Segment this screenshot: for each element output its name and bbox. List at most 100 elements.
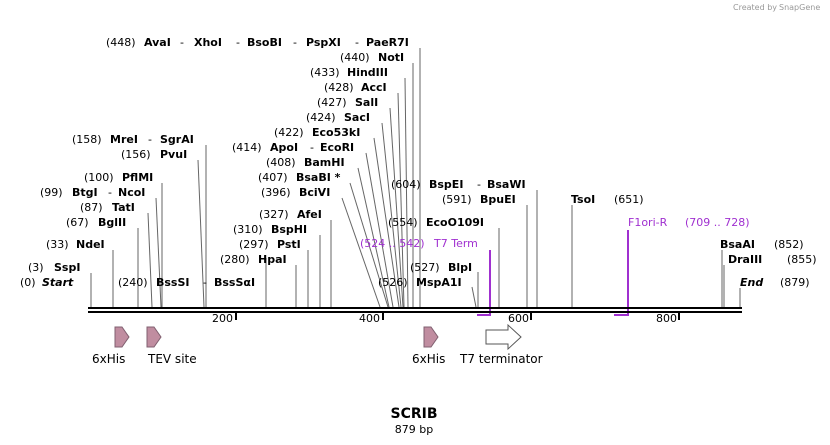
enzyme-label: AccI: [361, 81, 387, 94]
feature-label: T7 terminator: [459, 352, 543, 366]
feature-t7-terminator-arrow: [485, 323, 522, 351]
enzyme-label: NotI: [378, 51, 404, 64]
site-pos: (527): [410, 261, 440, 274]
primer-range: (709 .. 728): [685, 216, 750, 229]
site-connectors: [90, 48, 741, 308]
construct-length: 879 bp: [395, 423, 433, 436]
enzyme-label: NdeI: [76, 238, 105, 251]
site-pos: (591): [442, 193, 472, 206]
enzyme-label: BpuEI: [480, 193, 516, 206]
site-pos: (3): [28, 261, 44, 274]
svg-text:-: -: [236, 36, 240, 49]
enzyme-label: Eco53kI: [312, 126, 360, 139]
enzyme-label: PaeR7I: [366, 36, 409, 49]
svg-text:-: -: [293, 36, 297, 49]
enzyme-label: BsoBI: [247, 36, 282, 49]
site-pos: (396): [261, 186, 291, 199]
primer-range: (524 .. 542): [360, 237, 425, 250]
start-label: Start: [42, 276, 74, 289]
end-label: End: [740, 276, 763, 289]
feature-label: 6xHis: [92, 352, 125, 366]
enzyme-label: NcoI: [118, 186, 145, 199]
enzyme-label: BspEI: [429, 178, 463, 191]
feature-6xhis-arrow: [114, 326, 130, 348]
site-pos: (448): [106, 36, 136, 49]
site-pos: (440): [340, 51, 370, 64]
site-pos: (100): [84, 171, 114, 184]
enzyme-label: SspI: [54, 261, 80, 274]
svg-text:-: -: [310, 141, 314, 154]
primer-f1ori-arrow: [614, 230, 629, 316]
enzyme-label: BlpI: [448, 261, 472, 274]
enzyme-label: TatI: [112, 201, 135, 214]
enzyme-label: EcoRI: [320, 141, 354, 154]
enzyme-label: SacI: [344, 111, 370, 124]
site-pos: (99): [40, 186, 63, 199]
enzyme-label: MspA1I: [416, 276, 462, 289]
enzyme-label: BssSI: [156, 276, 190, 289]
enzyme-label: BspHI: [271, 223, 307, 236]
enzyme-label: EcoO109I: [426, 216, 484, 229]
site-pos: (310): [233, 223, 263, 236]
site-pos: (240): [118, 276, 148, 289]
tick-label: 600: [508, 312, 529, 325]
enzyme-label: BsaBI *: [296, 171, 341, 184]
site-pos: (408): [266, 156, 296, 169]
site-pos: (87): [80, 201, 103, 214]
enzyme-label: BglII: [98, 216, 126, 229]
svg-text:-: -: [180, 36, 184, 49]
svg-text:-: -: [355, 36, 359, 49]
tick-label: 800: [656, 312, 677, 325]
enzyme-label: TsoI: [571, 193, 595, 206]
site-pos: (156): [121, 148, 151, 161]
enzyme-label: HpaI: [258, 253, 287, 266]
scale-ticks: 200 400 600 800: [212, 312, 680, 325]
tick-label: 200: [212, 312, 233, 325]
enzyme-label: MreI: [110, 133, 138, 146]
site-pos: (422): [274, 126, 304, 139]
enzyme-label: BsaWI: [487, 178, 526, 191]
feature-6xhis-arrow-2: [423, 326, 439, 348]
site-pos: (651): [614, 193, 644, 206]
enzyme-label: PstI: [277, 238, 301, 251]
site-pos: (280): [220, 253, 250, 266]
created-by-text: Created by: [733, 3, 777, 12]
site-pos: (158): [72, 133, 102, 146]
enzyme-label: BtgI: [72, 186, 98, 199]
feature-tev-arrow: [146, 326, 162, 348]
tick-label: 400: [359, 312, 380, 325]
enzyme-label: PvuI: [160, 148, 187, 161]
enzyme-label: BsaAI: [720, 238, 755, 251]
enzyme-label: PflMI: [122, 171, 153, 184]
svg-text:-: -: [203, 276, 207, 289]
svg-text:-: -: [477, 178, 481, 191]
site-pos: (604): [391, 178, 421, 191]
site-pos: (554): [388, 216, 418, 229]
enzyme-label: AvaI: [144, 36, 171, 49]
enzyme-label: ApoI: [270, 141, 298, 154]
site-pos: (407): [258, 171, 288, 184]
site-pos: (526): [378, 276, 408, 289]
enzyme-label: XhoI: [194, 36, 222, 49]
site-pos: (427): [317, 96, 347, 109]
site-pos: (879): [780, 276, 810, 289]
feature-label: TEV site: [147, 352, 197, 366]
enzyme-label: PspXI: [306, 36, 341, 49]
site-pos: (67): [66, 216, 89, 229]
enzyme-label: SgrAI: [160, 133, 194, 146]
snapgene-brand: SnapGene: [779, 3, 820, 12]
site-pos: (414): [232, 141, 262, 154]
svg-text:-: -: [108, 186, 112, 199]
site-pos: (855): [787, 253, 817, 266]
site-pos: (424): [306, 111, 336, 124]
primer-t7term-arrow: [477, 250, 491, 316]
site-pos: (433): [310, 66, 340, 79]
enzyme-label: AfeI: [297, 208, 322, 221]
site-pos: (428): [324, 81, 354, 94]
feature-label: 6xHis: [412, 352, 445, 366]
primer-label: T7 Term: [433, 237, 478, 250]
site-pos: (33): [46, 238, 69, 251]
site-pos: (852): [774, 238, 804, 251]
site-group-448: (448) AvaI - XhoI - BsoBI - PspXI - PaeR…: [106, 36, 409, 49]
